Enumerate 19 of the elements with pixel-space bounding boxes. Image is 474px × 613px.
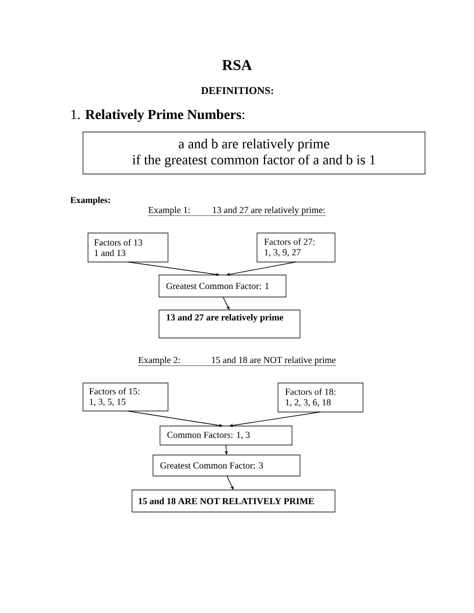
process-box: Greatest Common Factor: 3 xyxy=(152,454,300,476)
example-label: Example 2: xyxy=(138,356,180,365)
section-heading: DEFINITIONS: xyxy=(201,87,274,94)
process-box: Factors of 27: 1, 3, 9, 27 xyxy=(256,232,336,262)
result-box: 13 and 27 are relatively prime xyxy=(158,310,300,338)
process-box: Factors of 13 1 and 13 xyxy=(88,232,168,262)
sub-heading: Examples: xyxy=(70,196,110,205)
result-box: 15 and 18 ARE NOT RELATIVELY PRIME xyxy=(132,490,336,512)
process-box: Factors of 15: 1, 3, 5, 15 xyxy=(82,382,168,412)
example-statement: 15 and 18 are NOT relative prime xyxy=(212,356,336,365)
arrow xyxy=(226,476,234,490)
process-box: Greatest Common Factor: 1 xyxy=(158,274,286,298)
title: RSA xyxy=(222,60,252,70)
process-box: Factors of 18: 1, 2, 3, 6, 18 xyxy=(278,382,364,412)
example-statement: 13 and 27 are relatively prime: xyxy=(213,206,325,215)
arrow xyxy=(222,296,230,310)
example-label: Example 1: xyxy=(148,206,190,215)
process-box: Common Factors: 1, 3 xyxy=(160,426,292,446)
definition-box: a and b are relatively prime if the greatest common factor of a and b is 1 xyxy=(82,132,426,174)
